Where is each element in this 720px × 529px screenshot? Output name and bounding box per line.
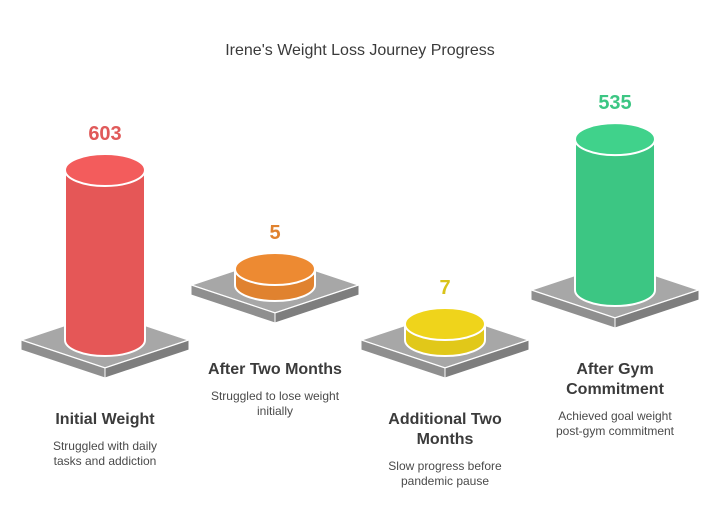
category-label-1: Initial Weight: [55, 411, 155, 428]
category-description-4: post-gym commitment: [556, 424, 675, 438]
bar-top-1: [64, 153, 146, 187]
platform-side-right: [104, 339, 190, 379]
bar-4: [574, 138, 656, 307]
category-description-1: Struggled with daily: [53, 439, 157, 453]
category-description-2: Struggled to lose weight: [211, 389, 340, 403]
bar-top-3: [404, 307, 486, 341]
category-description-3: pandemic pause: [401, 474, 489, 488]
category-label-3: Additional Two: [388, 411, 502, 428]
bar-top-4: [574, 122, 656, 157]
category-label-4: Commitment: [566, 381, 664, 398]
platform-side-right: [444, 339, 530, 379]
platform-side-right: [614, 289, 700, 329]
category-description-4: Achieved goal weight: [558, 409, 672, 423]
category-label-2: After Two Months: [208, 361, 342, 378]
value-label-4: 535: [598, 92, 631, 114]
chart-title: Irene's Weight Loss Journey Progress: [225, 42, 495, 59]
bar-1: [64, 169, 146, 357]
category-description-3: Slow progress before: [388, 459, 502, 473]
value-label-3: 7: [439, 277, 450, 299]
category-description-2: initially: [257, 404, 293, 418]
category-label-3: Months: [417, 431, 474, 448]
platform-side-right: [274, 284, 360, 324]
value-label-2: 5: [269, 222, 280, 244]
bar-top-2: [234, 252, 316, 286]
value-label-1: 603: [88, 123, 121, 145]
category-description-1: tasks and addiction: [54, 454, 157, 468]
category-label-4: After Gym: [576, 361, 653, 378]
